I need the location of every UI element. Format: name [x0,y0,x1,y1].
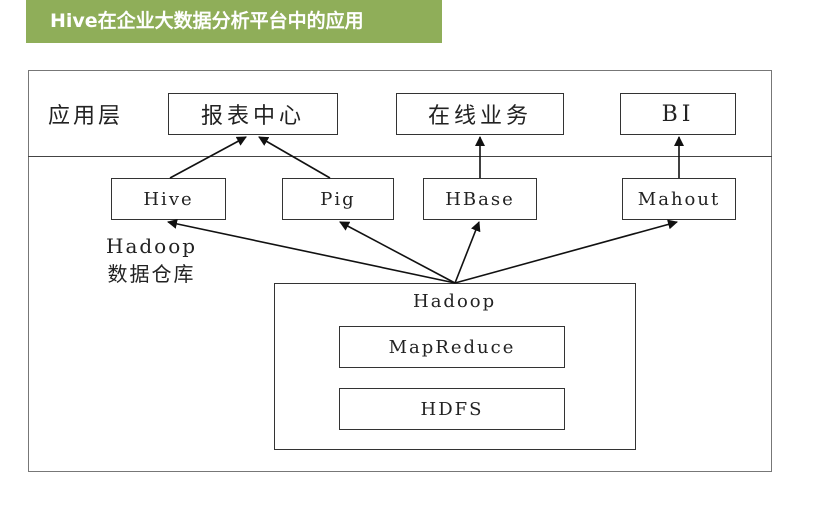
layer-divider [28,156,772,157]
online-business-box: 在线业务 [396,93,564,135]
bi-box: BI [620,93,736,135]
hadoop-title: Hadoop [413,291,497,312]
hive-label: Hive [143,188,194,210]
online-business-label: 在线业务 [427,104,532,129]
application-layer-label: 应用层 [48,104,124,129]
warehouse-label-line2: 数据仓库 [107,262,196,286]
hdfs-box: HDFS [339,388,565,430]
report-center-label: 报表中心 [200,104,305,129]
title-banner: Hive在企业大数据分析平台中的应用 [26,0,442,43]
mapreduce-label: MapReduce [388,336,516,358]
hbase-label: HBase [445,188,515,210]
report-center-box: 报表中心 [168,93,338,135]
pig-box: Pig [282,178,394,220]
warehouse-label-line1: Hadoop [106,234,198,258]
mahout-label: Mahout [637,188,721,210]
hdfs-label: HDFS [420,398,484,420]
hive-box: Hive [111,178,226,220]
hbase-box: HBase [423,178,537,220]
hadoop-warehouse-label: Hadoop 数据仓库 [106,232,197,288]
bi-label: BI [661,101,695,127]
mahout-box: Mahout [622,178,736,220]
page-title: Hive在企业大数据分析平台中的应用 [50,10,364,32]
pig-label: Pig [320,188,356,210]
mapreduce-box: MapReduce [339,326,565,368]
